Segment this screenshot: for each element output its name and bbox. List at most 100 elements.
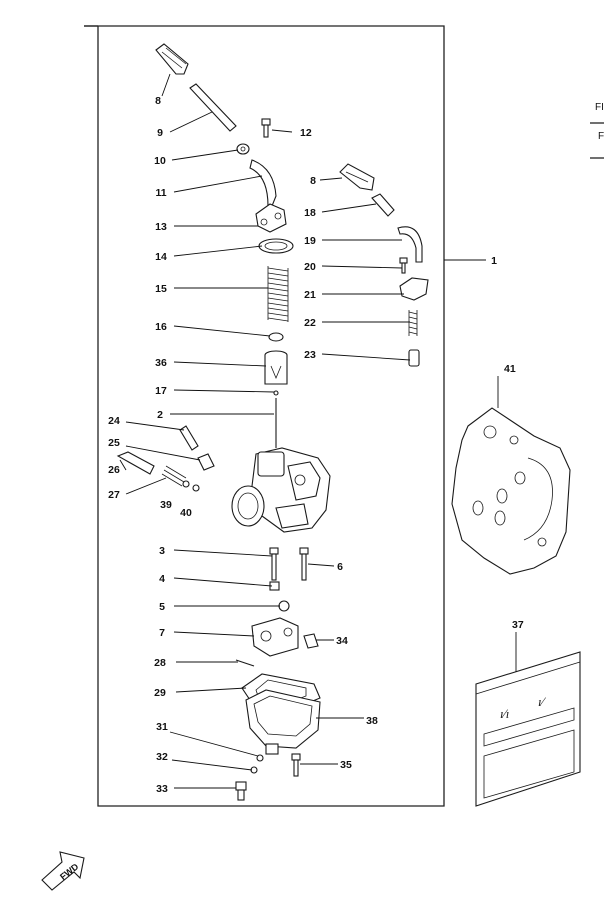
- callout-number-7: 7: [159, 627, 165, 639]
- leader-line-4: [173, 577, 273, 587]
- part-oring-40: [192, 484, 200, 492]
- callout-number-18: 18: [304, 207, 316, 219]
- part-pipe-19: [397, 226, 423, 263]
- callout-number-39: 39: [160, 499, 172, 511]
- callout-labels: 8910111213141516361722425262739408181920…: [108, 73, 524, 795]
- part-screw-20: [399, 257, 408, 274]
- callout-number-17: 17: [155, 385, 167, 397]
- part-clip-16: [268, 332, 284, 342]
- callout-number-8: 8: [310, 175, 316, 187]
- leader-line-3: [173, 549, 273, 557]
- fwd-arrow-icon: FWD: [41, 851, 85, 891]
- leader-line-8: [319, 177, 343, 181]
- callout-number-2: 2: [157, 409, 163, 421]
- leader-line-14: [173, 245, 263, 257]
- part-adjuster-18: [371, 193, 395, 217]
- part-screw-24: [179, 425, 199, 451]
- callout-number-9: 9: [157, 127, 163, 139]
- part-spring-22: [408, 310, 418, 336]
- callout-number-25: 25: [108, 437, 120, 449]
- part-carburetor-body: [231, 447, 331, 533]
- part-cable-tube: [189, 83, 237, 132]
- callout-number-36: 36: [155, 357, 167, 369]
- leader-line-10: [171, 149, 239, 161]
- leader-line-32: [171, 759, 253, 771]
- part-screw-31: [256, 754, 264, 762]
- leader-line-36: [173, 361, 267, 367]
- leader-line-17: [173, 389, 275, 393]
- callout-number-4: 4: [159, 573, 165, 585]
- part-nut-10: [236, 143, 250, 155]
- part-gasket-14: [258, 238, 294, 254]
- callout-number-22: 22: [304, 317, 316, 329]
- callout-number-23: 23: [304, 349, 316, 361]
- callout-number-40: 40: [180, 507, 192, 519]
- part-needle-clip-17: [273, 390, 279, 396]
- callout-number-33: 33: [156, 783, 168, 795]
- callout-number-13: 13: [155, 221, 167, 233]
- part-bag-37: ı⁄ı ı⁄: [475, 651, 581, 807]
- part-screw-26: [116, 451, 155, 475]
- leader-line-7: [173, 631, 255, 637]
- part-float-7: [251, 617, 299, 657]
- callout-number-29: 29: [154, 687, 166, 699]
- callout-number-10: 10: [154, 155, 166, 167]
- part-spring-27: [161, 465, 187, 487]
- callout-number-14: 14: [155, 251, 167, 263]
- leader-line-23: [321, 353, 411, 361]
- leader-line-9: [169, 111, 213, 133]
- callout-number-1: 1: [491, 255, 497, 267]
- leader-line-25: [125, 445, 201, 461]
- part-cable-boot-top: [155, 43, 189, 75]
- leader-line-6: [307, 563, 335, 567]
- leader-line-11: [173, 175, 263, 193]
- callout-number-35: 35: [340, 759, 352, 771]
- leader-line-27: [125, 477, 167, 495]
- part-screw-35: [291, 753, 301, 777]
- callout-number-16: 16: [155, 321, 167, 333]
- part-screw-6: [299, 547, 309, 581]
- callout-number-32: 32: [156, 751, 168, 763]
- part-spring-15: [267, 266, 289, 322]
- part-pipe-11: [249, 159, 277, 207]
- leader-line-26: [119, 459, 127, 471]
- part-spring-25: [197, 453, 215, 471]
- svg-text:ı⁄ı: ı⁄ı: [500, 706, 509, 721]
- callout-number-38: 38: [366, 715, 378, 727]
- leader-line-12: [271, 129, 293, 133]
- leader-line-29: [175, 687, 247, 693]
- callout-number-31: 31: [156, 721, 168, 733]
- part-screw-3: [269, 547, 279, 581]
- part-screw-12: [261, 118, 271, 138]
- callout-number-41: 41: [504, 363, 516, 375]
- callout-number-21: 21: [304, 289, 316, 301]
- leader-line-18: [321, 203, 377, 213]
- callout-number-12: 12: [300, 127, 312, 139]
- leader-line-8: [161, 73, 171, 97]
- edge-text-1: FI: [595, 102, 604, 113]
- callout-number-26: 26: [108, 464, 120, 476]
- callout-number-34: 34: [336, 635, 348, 647]
- part-cable-boot-right: [339, 163, 375, 191]
- part-plunger-23: [408, 349, 420, 367]
- part-needle-valve-28: [235, 659, 255, 667]
- callout-number-3: 3: [159, 545, 165, 557]
- part-float-chamber-38: [245, 689, 321, 755]
- leader-line-31: [169, 731, 259, 757]
- callout-number-27: 27: [108, 489, 120, 501]
- callout-number-11: 11: [155, 187, 166, 199]
- callout-number-24: 24: [108, 415, 120, 427]
- callout-number-5: 5: [159, 601, 165, 613]
- leader-line-20: [321, 265, 403, 269]
- part-throttle-valve-36: [264, 350, 288, 385]
- callout-number-19: 19: [304, 235, 316, 247]
- part-pin-34: [303, 633, 319, 649]
- svg-text:ı⁄: ı⁄: [538, 694, 547, 709]
- edge-text-2: F: [598, 131, 604, 142]
- leader-line-24: [125, 421, 185, 431]
- part-insulator-41: [451, 407, 571, 575]
- callout-number-6: 6: [337, 561, 343, 573]
- callout-number-15: 15: [155, 283, 167, 295]
- part-drain-screw-33: [235, 781, 247, 801]
